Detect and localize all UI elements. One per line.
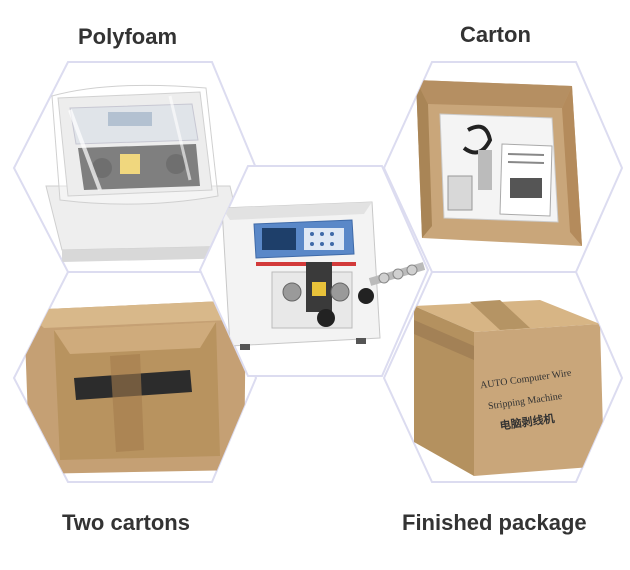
- photo-two-cartons: [12, 271, 258, 483]
- photo-carton: [382, 61, 624, 273]
- label-two-cartons: Two cartons: [62, 510, 190, 535]
- label-polyfoam: Polyfoam: [78, 24, 178, 49]
- photo-finished-package: AUTO Computer Wire Stripping Machine 电脑剥…: [382, 271, 624, 483]
- label-finished-package: Finished package: [402, 510, 587, 535]
- photo-polyfoam: [12, 61, 258, 273]
- label-carton: Carton: [460, 22, 531, 47]
- photo-machine: [198, 165, 430, 377]
